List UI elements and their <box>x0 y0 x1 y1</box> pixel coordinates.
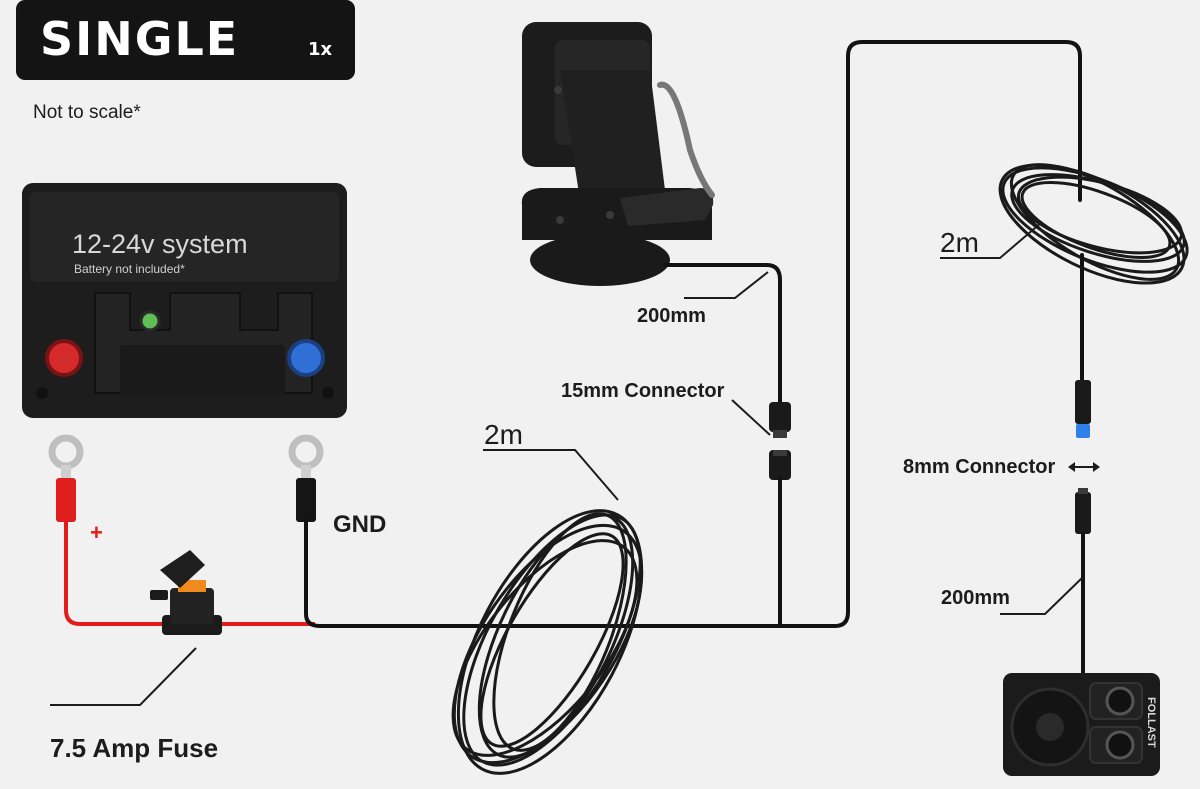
battery: 12-24v system Battery not included* <box>22 183 347 418</box>
logo-background <box>16 0 355 80</box>
leader-15mm-connector <box>731 399 771 436</box>
tilt-handle-icon <box>657 81 715 198</box>
fuse-holder <box>150 550 222 635</box>
status-led-icon <box>139 310 161 332</box>
positive-lead: + <box>48 434 315 626</box>
positive-terminal-icon <box>45 339 83 377</box>
label-200mm-light: 200mm <box>637 305 706 327</box>
remote-control: FOLLAST <box>1003 673 1160 776</box>
label-200mm-remote: 200mm <box>941 587 1010 609</box>
remote-cable-coil <box>998 163 1189 285</box>
leader-2m-remote <box>940 221 1043 259</box>
fuse-cap-icon <box>160 550 205 588</box>
leader-fuse <box>50 647 197 706</box>
negative-terminal-icon <box>287 339 325 377</box>
logo-suffix-text: 1x <box>308 39 333 60</box>
leader-2m-main <box>483 449 619 501</box>
label-8mm-connector: 8mm Connector <box>903 456 1055 478</box>
main-cable-coil <box>451 509 644 775</box>
spotlight-base <box>530 234 670 286</box>
label-2m-remote: 2m <box>940 227 979 258</box>
connector-15mm <box>769 402 791 480</box>
leader-200mm-light <box>684 271 769 299</box>
spotlight-lead-wire <box>663 263 782 407</box>
ring-terminal-negative-icon <box>288 434 324 470</box>
label-15mm-connector: 15mm Connector <box>561 380 725 402</box>
ring-terminal-positive-icon <box>48 434 84 470</box>
label-gnd: GND <box>333 511 386 538</box>
connector-blue-tip-icon <box>1076 424 1090 438</box>
negative-lead <box>288 40 1082 628</box>
leader-200mm-remote <box>1000 577 1083 615</box>
logo-main-text: SINGLE <box>40 12 239 66</box>
spotlight <box>521 22 715 286</box>
brand-logo: SINGLE 1x <box>16 0 355 80</box>
scale-note: Not to scale* <box>33 102 141 123</box>
connector-8mm <box>1075 380 1091 534</box>
battery-subtitle: Battery not included* <box>74 262 185 276</box>
battery-title: 12-24v system <box>72 229 248 259</box>
remote-button-bottom-icon <box>1105 730 1135 760</box>
label-fuse: 7.5 Amp Fuse <box>50 733 218 763</box>
remote-button-top-icon <box>1105 686 1135 716</box>
label-2m-main: 2m <box>484 419 523 450</box>
remote-brand-text: FOLLAST <box>1145 697 1157 748</box>
double-arrow-icon <box>1068 462 1100 472</box>
positive-symbol: + <box>90 520 103 545</box>
